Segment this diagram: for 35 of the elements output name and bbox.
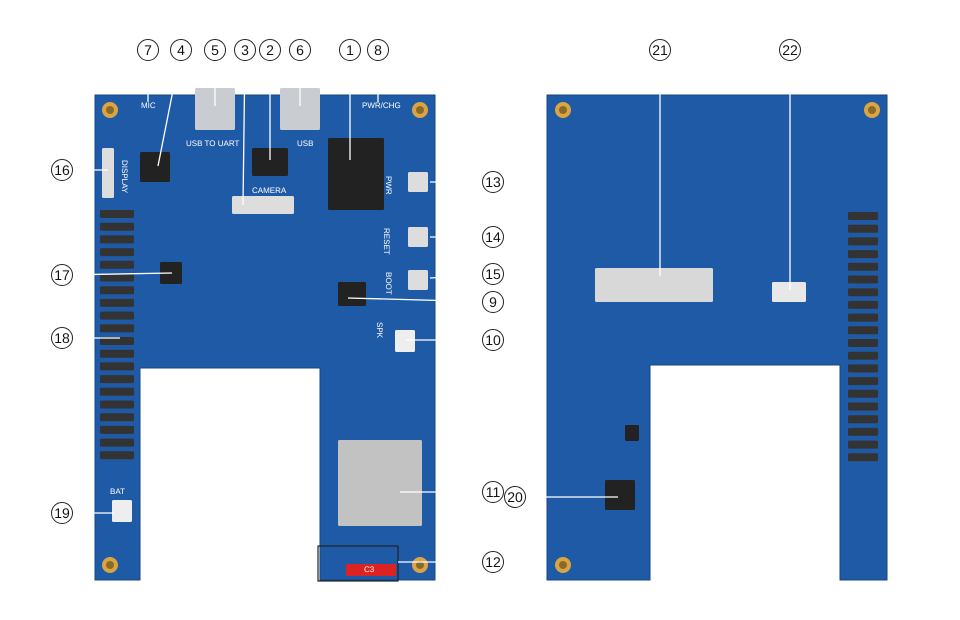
highlight-frame: [317, 545, 399, 582]
silkscreen-label: BAT: [110, 488, 125, 496]
callout-number: 16: [51, 159, 73, 181]
silkscreen-label: SPK: [375, 322, 383, 338]
callout-number: 18: [51, 327, 73, 349]
silkscreen-label: MIC: [141, 102, 156, 110]
callout-number: 14: [482, 226, 504, 248]
callout-number: 8: [367, 39, 389, 61]
silkscreen-label: DISPLAY: [120, 160, 128, 194]
callout-number: 12: [482, 551, 504, 573]
callout-number: 6: [289, 39, 311, 61]
callout-number: 1: [339, 39, 361, 61]
callout-number: 17: [51, 264, 73, 286]
silkscreen-label: BOOT: [384, 272, 392, 295]
callout-number: 13: [482, 171, 504, 193]
silkscreen-label: CAMERA: [252, 187, 286, 195]
callout-number: 9: [482, 291, 504, 313]
callout-number: 11: [482, 481, 504, 503]
silkscreen-label: PWR: [384, 176, 392, 195]
callout-number: 2: [259, 39, 281, 61]
callout-number: 7: [137, 39, 159, 61]
callout-number: 10: [482, 329, 504, 351]
callout-number: 4: [170, 39, 192, 61]
callout-number: 3: [234, 39, 256, 61]
silkscreen-label: USB TO UART: [186, 140, 240, 148]
callout-number: 20: [504, 486, 526, 508]
callout-number: 21: [649, 39, 671, 61]
silkscreen-label: C3: [364, 566, 374, 574]
callout-number: 19: [51, 502, 73, 524]
callout-number: 15: [482, 263, 504, 285]
silkscreen-label: RESET: [382, 228, 390, 255]
callout-number: 22: [779, 39, 801, 61]
callout-number: 5: [204, 39, 226, 61]
silkscreen-label: PWR/CHG: [362, 102, 401, 110]
silkscreen-label: USB: [297, 140, 314, 148]
